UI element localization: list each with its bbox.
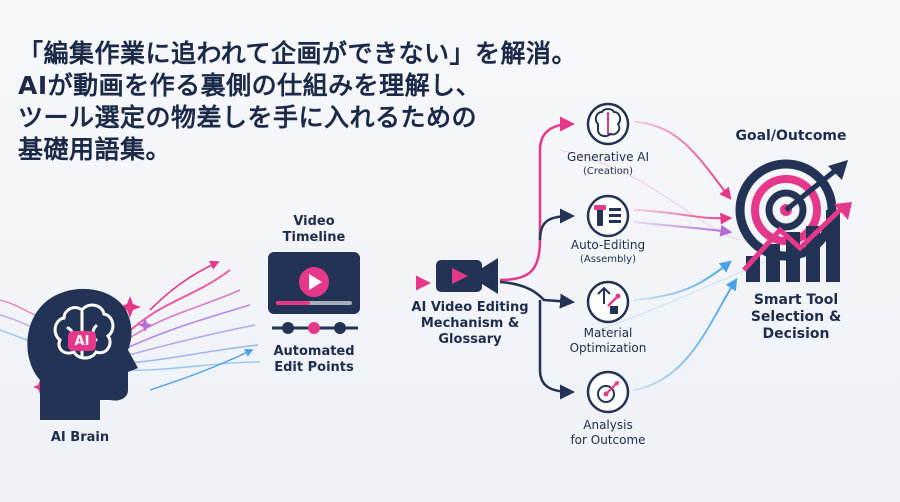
analysis-icon [597,381,619,403]
ai-brain-head-icon [27,288,138,420]
resize-icon [597,286,621,314]
branch-node-material [586,280,630,324]
arrows-to-goal [633,121,738,391]
video-timeline-label: Video Timeline [282,214,346,245]
branch-label-analysis: Analysis for Outcome [570,418,646,447]
headline: 「編集作業に追われて企画ができない」を解消。 AIが動画を作る裏側の仕組みを理解… [18,38,618,166]
headline-line-3: ツール選定の物差しを手に入れるための [18,103,478,132]
branch-label-auto-editing: Auto-Editing (Assembly) [548,238,668,266]
video-camera-icon [436,258,498,294]
mechanism-glossary-label: AI Video Editing Mechanism & Glossary [411,300,529,347]
branch-title: Auto-Editing [570,238,646,252]
branch-node-auto-editing [586,194,630,238]
branch-label-generative: Generative AI (Creation) [548,150,668,178]
branch-sub: (Assembly) [579,254,636,265]
goal-outcome-title: Goal/Outcome [735,128,847,144]
branch-node-generative [586,102,630,146]
branch-sub: (Creation) [582,166,634,177]
branch-title: Generative AI [566,150,650,164]
automated-edit-points-label: Automated Edit Points [273,344,355,375]
goal-target-icon [735,159,852,282]
brain-icon [594,108,622,138]
headline-line-4: 基礎用語集。 [18,135,172,164]
ai-badge-text: AI [74,334,90,349]
branch-label-material: Material Optimization [569,326,647,355]
ai-brain-label: AI Brain [50,430,110,445]
tools-icon [594,205,621,226]
smart-tool-selection-label: Smart Tool Selection & Decision [750,292,842,342]
video-timeline-monitor-icon [268,252,360,334]
branch-node-analysis [586,370,630,414]
branch-connectors [499,116,575,400]
brain-wave-lines [0,260,261,391]
headline-line-2: AIが動画を作る裏側の仕組みを理解し、 [18,71,482,100]
headline-line-1: 「編集作業に追われて企画ができない」を解消。 [18,39,578,68]
